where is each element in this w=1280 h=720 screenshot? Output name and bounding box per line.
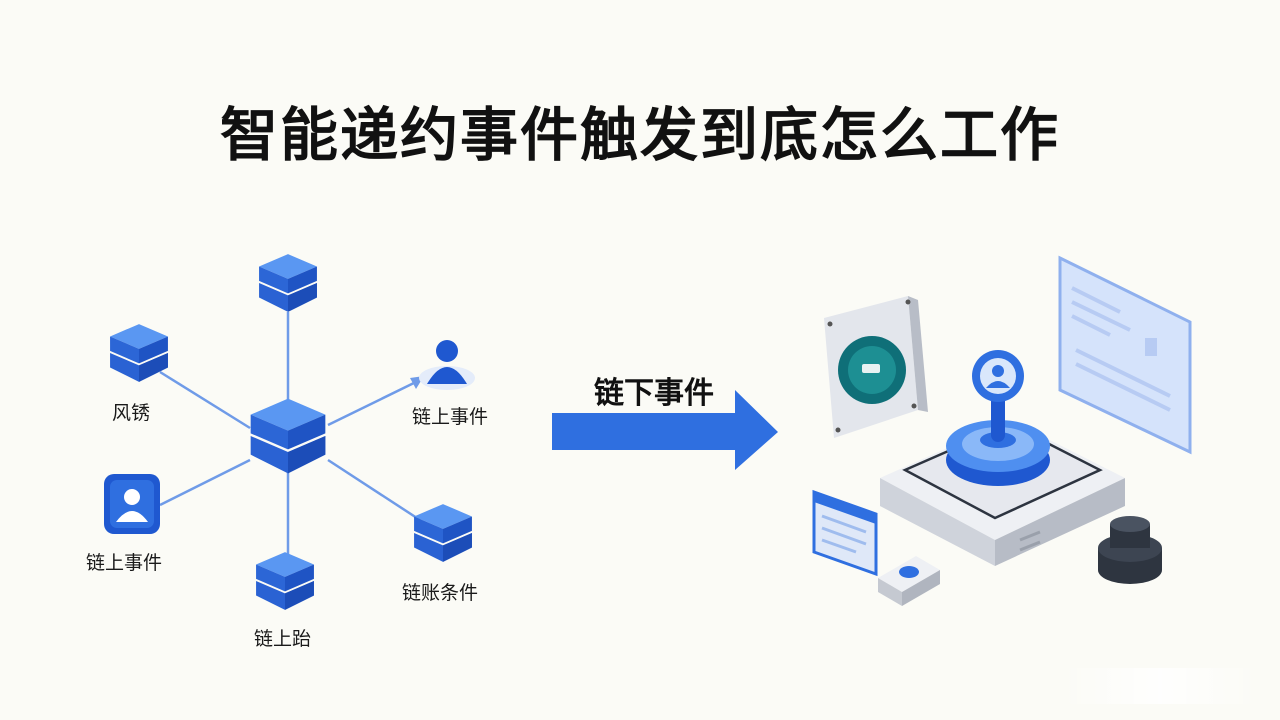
trigger-button-icon	[946, 420, 1050, 486]
link-left	[159, 458, 251, 507]
cube-top-left	[110, 324, 168, 382]
network-links	[159, 312, 421, 555]
cube-bottom	[256, 552, 314, 610]
link-top-left	[159, 370, 251, 430]
link-bottom-right	[327, 458, 421, 522]
cube-bottom-right	[414, 504, 472, 562]
small-button-box-icon	[878, 556, 940, 606]
document-panel-icon	[1058, 255, 1192, 455]
label-top-left: 风锈	[112, 402, 151, 424]
label-bottom: 链上跆	[254, 628, 312, 650]
page-title: 智能递约事件触发到底怎么工作	[219, 101, 1060, 169]
cube-top	[259, 254, 317, 312]
flow-arrow-label: 链下事件	[594, 376, 714, 411]
watermark-area	[1062, 668, 1258, 704]
user-icon-right	[419, 340, 475, 390]
dark-cylinder-icon	[1098, 516, 1162, 584]
camera-panel-icon	[824, 296, 928, 438]
cube-center	[250, 398, 326, 474]
location-pin-user-icon	[972, 350, 1024, 442]
flow-arrow	[552, 390, 778, 470]
user-card-icon-left	[104, 474, 160, 534]
label-left: 链上事件	[86, 552, 163, 574]
smart-contract-device-illustration	[812, 255, 1192, 606]
label-right: 链上事件	[412, 406, 489, 428]
link-right	[327, 378, 421, 427]
label-bottom-right: 链账条件	[402, 582, 479, 604]
small-window-card-icon	[812, 489, 878, 577]
